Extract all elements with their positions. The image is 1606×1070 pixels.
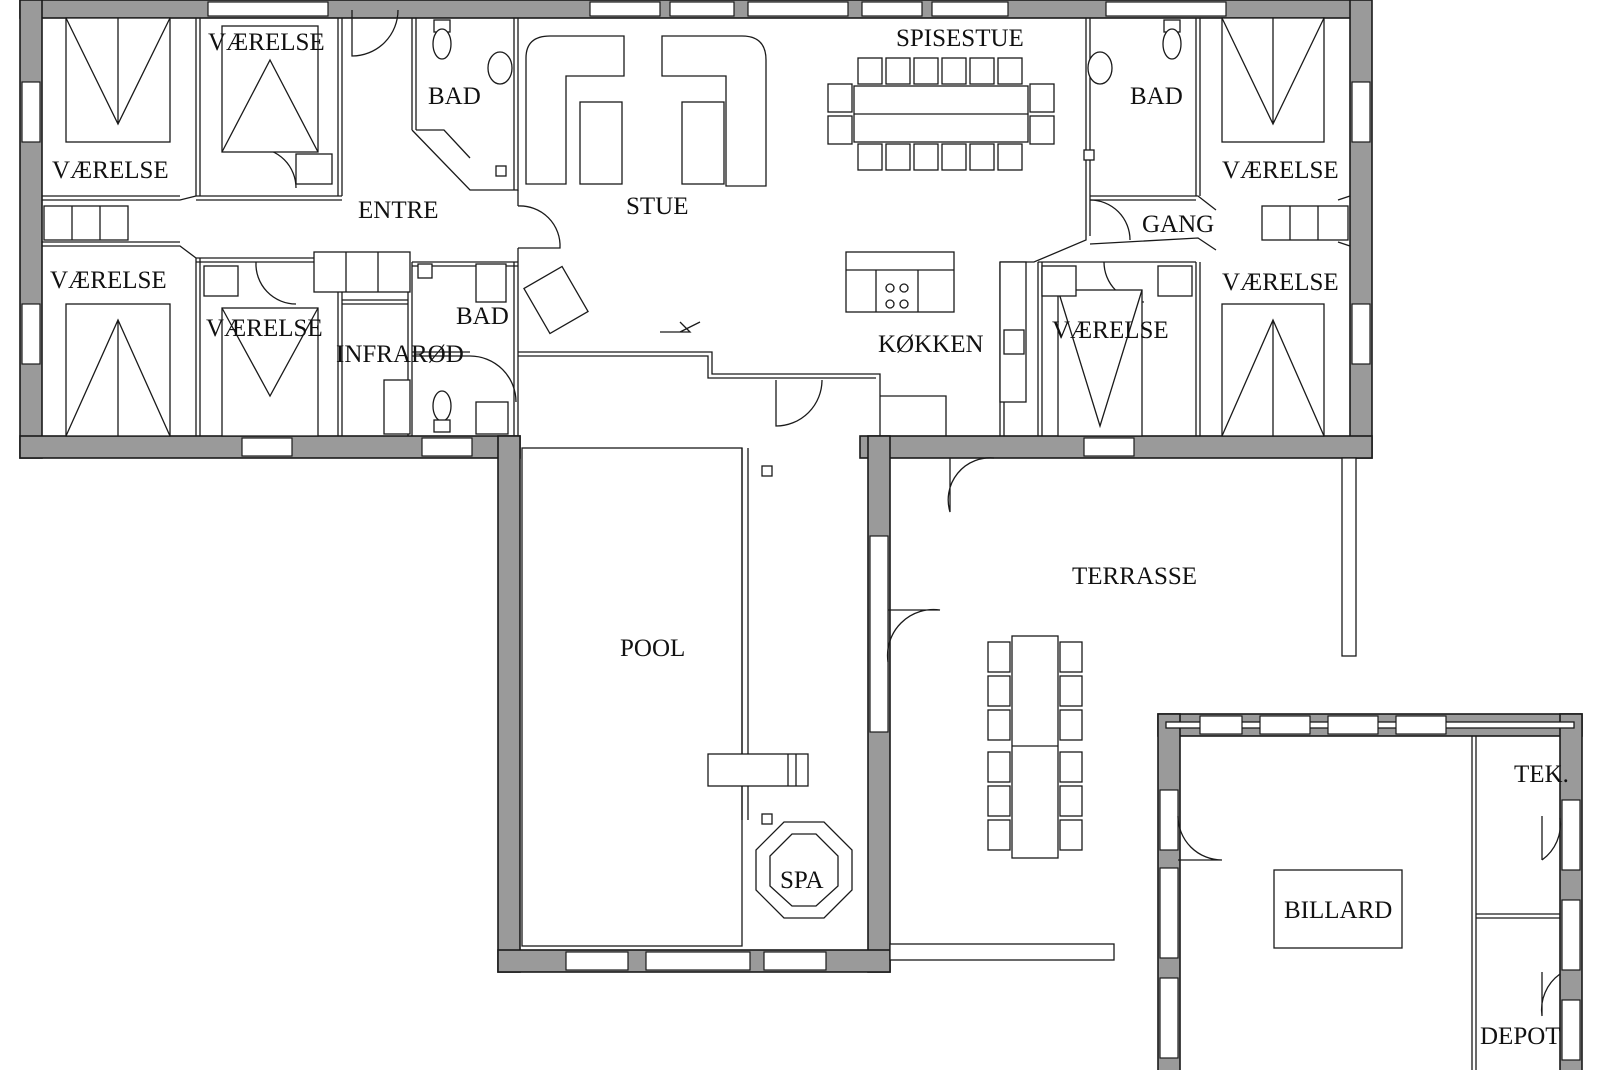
label-bad-top-right: BAD [1130,83,1183,110]
label-stue: STUE [626,193,689,220]
label-billard: BILLARD [1284,897,1392,924]
fixtures [43,17,1403,949]
door-swings [255,9,1562,1017]
label-spa: SPA [780,867,824,894]
room-labels: VÆRELSE VÆRELSE VÆRELSE VÆRELSE BAD ENTR… [50,25,1569,1050]
label-terrasse: TERRASSE [1072,563,1197,590]
label-kokken: KØKKEN [878,331,984,358]
label-vaerelse-left-bottom: VÆRELSE [50,267,167,294]
label-bad-center: BAD [456,303,509,330]
label-bad-top-left: BAD [428,83,481,110]
label-vaerelse-right-top: VÆRELSE [1222,157,1339,184]
label-tek: TEK. [1514,761,1569,788]
label-vaerelse-top-mid: VÆRELSE [208,29,325,56]
label-depot: DEPOT [1480,1023,1561,1050]
label-spisestue: SPISESTUE [896,25,1024,52]
label-pool: POOL [620,635,685,662]
label-infrarod: INFRARØD [336,341,464,368]
windows [21,1,1581,1061]
label-gang: GANG [1142,211,1214,238]
label-vaerelse-right-bottom: VÆRELSE [1222,269,1339,296]
label-vaerelse-mid-bottom: VÆRELSE [206,315,323,342]
label-vaerelse-right-mid: VÆRELSE [1052,317,1169,344]
label-vaerelse-left-top: VÆRELSE [52,157,169,184]
label-entre: ENTRE [358,197,439,224]
